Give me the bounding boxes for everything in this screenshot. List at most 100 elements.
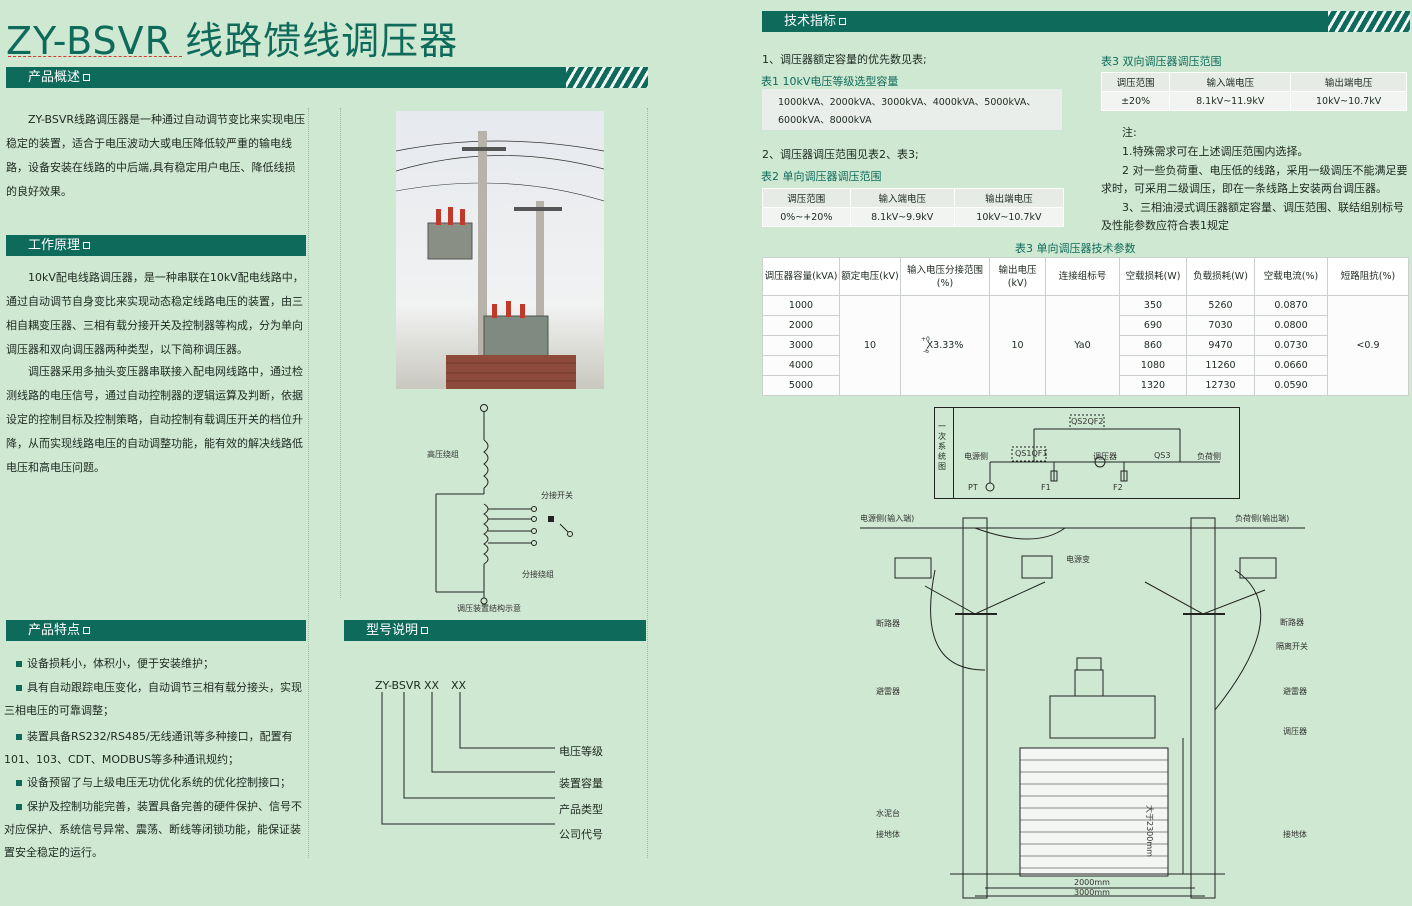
table-header: 负载损耗(W) <box>1186 257 1255 296</box>
tech-line-2: 2、调压器调压范围见表2、表3; <box>762 148 919 161</box>
table-cell: 1000 <box>762 295 840 316</box>
bullet-icon <box>16 779 22 786</box>
install-ground-left: 接地体 <box>876 830 900 839</box>
install-height: 大于2300mm <box>1145 805 1154 857</box>
wiring-f2: F2 <box>1113 483 1123 492</box>
note-3: 3、三相油浸式调压器额定容量、调压范围、联结组别标号及性能参数应符合表1规定 <box>1101 201 1404 232</box>
overview-text: ZY-BSVR线路调压器是一种通过自动调节变比来实现电压稳定的装置，适合于电压波… <box>6 113 306 198</box>
notes-title: 注: <box>1122 126 1137 139</box>
table-header: 空载损耗(W) <box>1119 257 1187 296</box>
model-label-capacity: 装置容量 <box>559 777 603 790</box>
diagram-label-hv-winding: 高压绕组 <box>427 450 459 459</box>
table-cell-tap: +0 -6 X3.33% <box>900 295 990 396</box>
feature-text: 具有自动跟踪电压变化，自动调节三相有载分接头，实现三相电压的可靠调整； <box>4 681 302 717</box>
hatch-decoration <box>1328 11 1410 32</box>
table-header: 输入电压分接范围(%) <box>900 257 990 296</box>
square-icon <box>839 18 847 25</box>
table1-title: 表1 10kV电压等级选型容量 <box>761 75 899 88</box>
feature-item: 保护及控制功能完善，装置具备完善的硬件保护、信号不对应保护、系统信号异常、震荡、… <box>4 795 308 864</box>
table-cell: 0.0730 <box>1254 335 1328 356</box>
feature-text: 设备预留了与上级电压无功优化系统的优化控制接口； <box>27 776 291 789</box>
install-regulator: 调压器 <box>1283 727 1307 736</box>
table2-title: 表2 单向调压器调压范围 <box>761 170 882 183</box>
feature-item: 设备预留了与上级电压无功优化系统的优化控制接口； <box>4 771 308 794</box>
table-cell: 5000 <box>762 375 840 396</box>
wiring-qs2qf2: QS2QF2 <box>1071 417 1104 426</box>
table-cell: 0.0590 <box>1254 375 1328 396</box>
table-header: 调压范围 <box>1100 72 1171 92</box>
feature-text: 保护及控制功能完善，装置具备完善的硬件保护、信号不对应保护、系统信号异常、震荡、… <box>4 800 302 859</box>
title-underline <box>8 56 182 57</box>
tech-line-1: 1、调压器额定容量的优先数见表; <box>762 53 927 66</box>
diagram-label-tap-switch: 分接开关 <box>541 491 573 500</box>
model-label-type: 产品类型 <box>559 803 603 816</box>
table-cell: 7030 <box>1186 315 1255 336</box>
model-code: ZY-BSVR <box>375 679 422 692</box>
section-title-features: 产品特点 <box>28 623 81 638</box>
wiring-qs3: QS3 <box>1154 451 1171 460</box>
table-cell: 5260 <box>1186 295 1255 316</box>
table-cell: 10kV~10.7kV <box>1290 91 1407 111</box>
install-dim-2: 3000mm <box>1074 888 1110 897</box>
table-cell: ±20% <box>1100 91 1171 111</box>
install-dim-1: 2000mm <box>1074 878 1110 887</box>
table-cell: 0.0660 <box>1254 355 1328 376</box>
table-cell: 10kV~10.7kV <box>953 207 1065 227</box>
table1-line-2: 6000kVA、8000kVA <box>778 115 872 126</box>
photo-divider <box>340 108 341 598</box>
table-cell: 10 <box>839 295 901 396</box>
table-header: 输出电压(kV) <box>989 257 1046 296</box>
install-breaker-left: 断路器 <box>876 619 900 628</box>
table-header: 额定电压(kV) <box>839 257 901 296</box>
model-label-company: 公司代号 <box>559 828 603 841</box>
wiring-f1: F1 <box>1041 483 1051 492</box>
feature-text: 设备损耗小，体积小，便于安装维护； <box>27 657 214 670</box>
model-lines <box>381 692 555 825</box>
hatch-decoration <box>566 67 648 88</box>
product-photo <box>396 111 604 389</box>
feature-item: 装置具备RS232/RS485/无线通讯等多种接口，配置有101、103、CDT… <box>4 725 308 771</box>
left-column-divider <box>308 108 309 858</box>
square-icon <box>421 627 429 634</box>
page-title: ZY-BSVR 线路馈线调压器 <box>6 19 459 63</box>
table-cell: 12730 <box>1186 375 1255 396</box>
table-header: 输入端电压 <box>1169 72 1292 92</box>
feature-text: 装置具备RS232/RS485/无线通讯等多种接口，配置有101、103、CDT… <box>4 730 293 766</box>
table-header: 输出端电压 <box>1290 72 1407 92</box>
table-header: 调压范围 <box>762 188 851 208</box>
wiring-load-side: 负荷侧 <box>1197 452 1221 461</box>
table-cell: 0%~+20% <box>762 207 851 227</box>
wiring-pt: PT <box>968 483 978 492</box>
bullet-icon <box>16 803 22 810</box>
table-cell: 0.0800 <box>1254 315 1328 336</box>
table-cell: 350 <box>1119 295 1187 316</box>
wiring-diagram-frame <box>934 407 1240 499</box>
install-arrester-left: 避雷器 <box>876 687 900 696</box>
table-cell: 1320 <box>1119 375 1187 396</box>
square-icon <box>83 74 91 81</box>
wiring-regulator: 调压器 <box>1093 452 1117 461</box>
diagram-label-tap-winding: 分接绕组 <box>522 570 554 579</box>
table1-box: 1000kVA、2000kVA、3000kVA、4000kVA、5000kVA、… <box>762 89 1062 130</box>
section-bar-model: 型号说明 <box>344 620 646 641</box>
bullet-icon <box>16 684 22 691</box>
product-photo-illustration <box>396 111 604 389</box>
square-icon <box>83 627 91 634</box>
table-header: 调压器容量(kVA) <box>762 257 840 296</box>
square-icon <box>83 242 91 249</box>
section-title-model: 型号说明 <box>366 623 419 638</box>
table-cell: Ya0 <box>1045 295 1120 396</box>
tap-small-top: +0 <box>921 336 930 343</box>
table3-title: 表3 双向调压器调压范围 <box>1101 55 1222 68</box>
feature-item: 设备损耗小，体积小，便于安装维护； <box>4 652 308 675</box>
install-power-transformer: 电源变 <box>1066 555 1090 564</box>
principle-text-2: 调压器采用多抽头变压器串联接入配电网线路中，通过检测线路的电压信号，通过自动控制… <box>6 365 303 474</box>
wiring-diagram-side <box>934 407 954 499</box>
table-cell: 8.1kV~9.9kV <box>849 207 955 227</box>
table-cell: 10 <box>989 295 1046 396</box>
bullet-icon <box>16 733 22 740</box>
table-header: 输入端电压 <box>849 188 955 208</box>
table4-title: 表3 单向调压器技术参数 <box>1015 242 1136 255</box>
